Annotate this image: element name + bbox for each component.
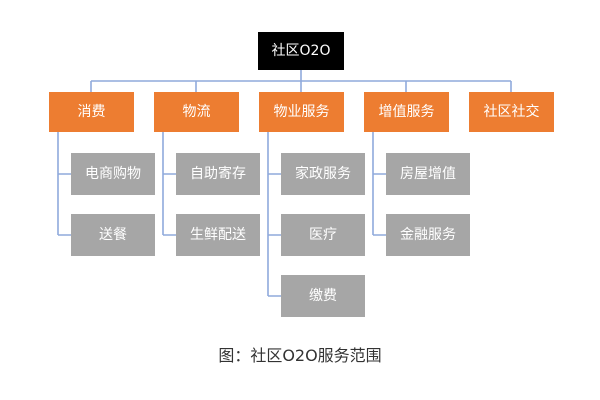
leaf-self-service-storage: 自助寄存 <box>176 153 260 195</box>
category-community-social: 社区社交 <box>469 92 554 132</box>
leaf-food-delivery: 送餐 <box>71 214 155 256</box>
root-node: 社区O2O <box>258 32 344 70</box>
category-logistics: 物流 <box>154 92 239 132</box>
leaf-financial-services: 金融服务 <box>386 214 470 256</box>
connector-category-1-children <box>57 132 71 236</box>
category-consumption: 消费 <box>49 92 134 132</box>
category-value-added-services: 增值服务 <box>364 92 449 132</box>
connector-category-4-children <box>372 132 386 236</box>
leaf-ecommerce-shopping: 电商购物 <box>71 153 155 195</box>
leaf-medical-care: 医疗 <box>281 214 365 256</box>
category-property-services: 物业服务 <box>259 92 344 132</box>
connector-category-2-children <box>162 132 176 236</box>
diagram-caption: 图：社区O2O服务范围 <box>218 346 382 365</box>
connector-category-3-children <box>267 132 281 297</box>
leaf-fresh-food-delivery: 生鲜配送 <box>176 214 260 256</box>
leaf-payments: 缴费 <box>281 275 365 317</box>
leaf-housekeeping-services: 家政服务 <box>281 153 365 195</box>
leaf-property-appreciation: 房屋增值 <box>386 153 470 195</box>
